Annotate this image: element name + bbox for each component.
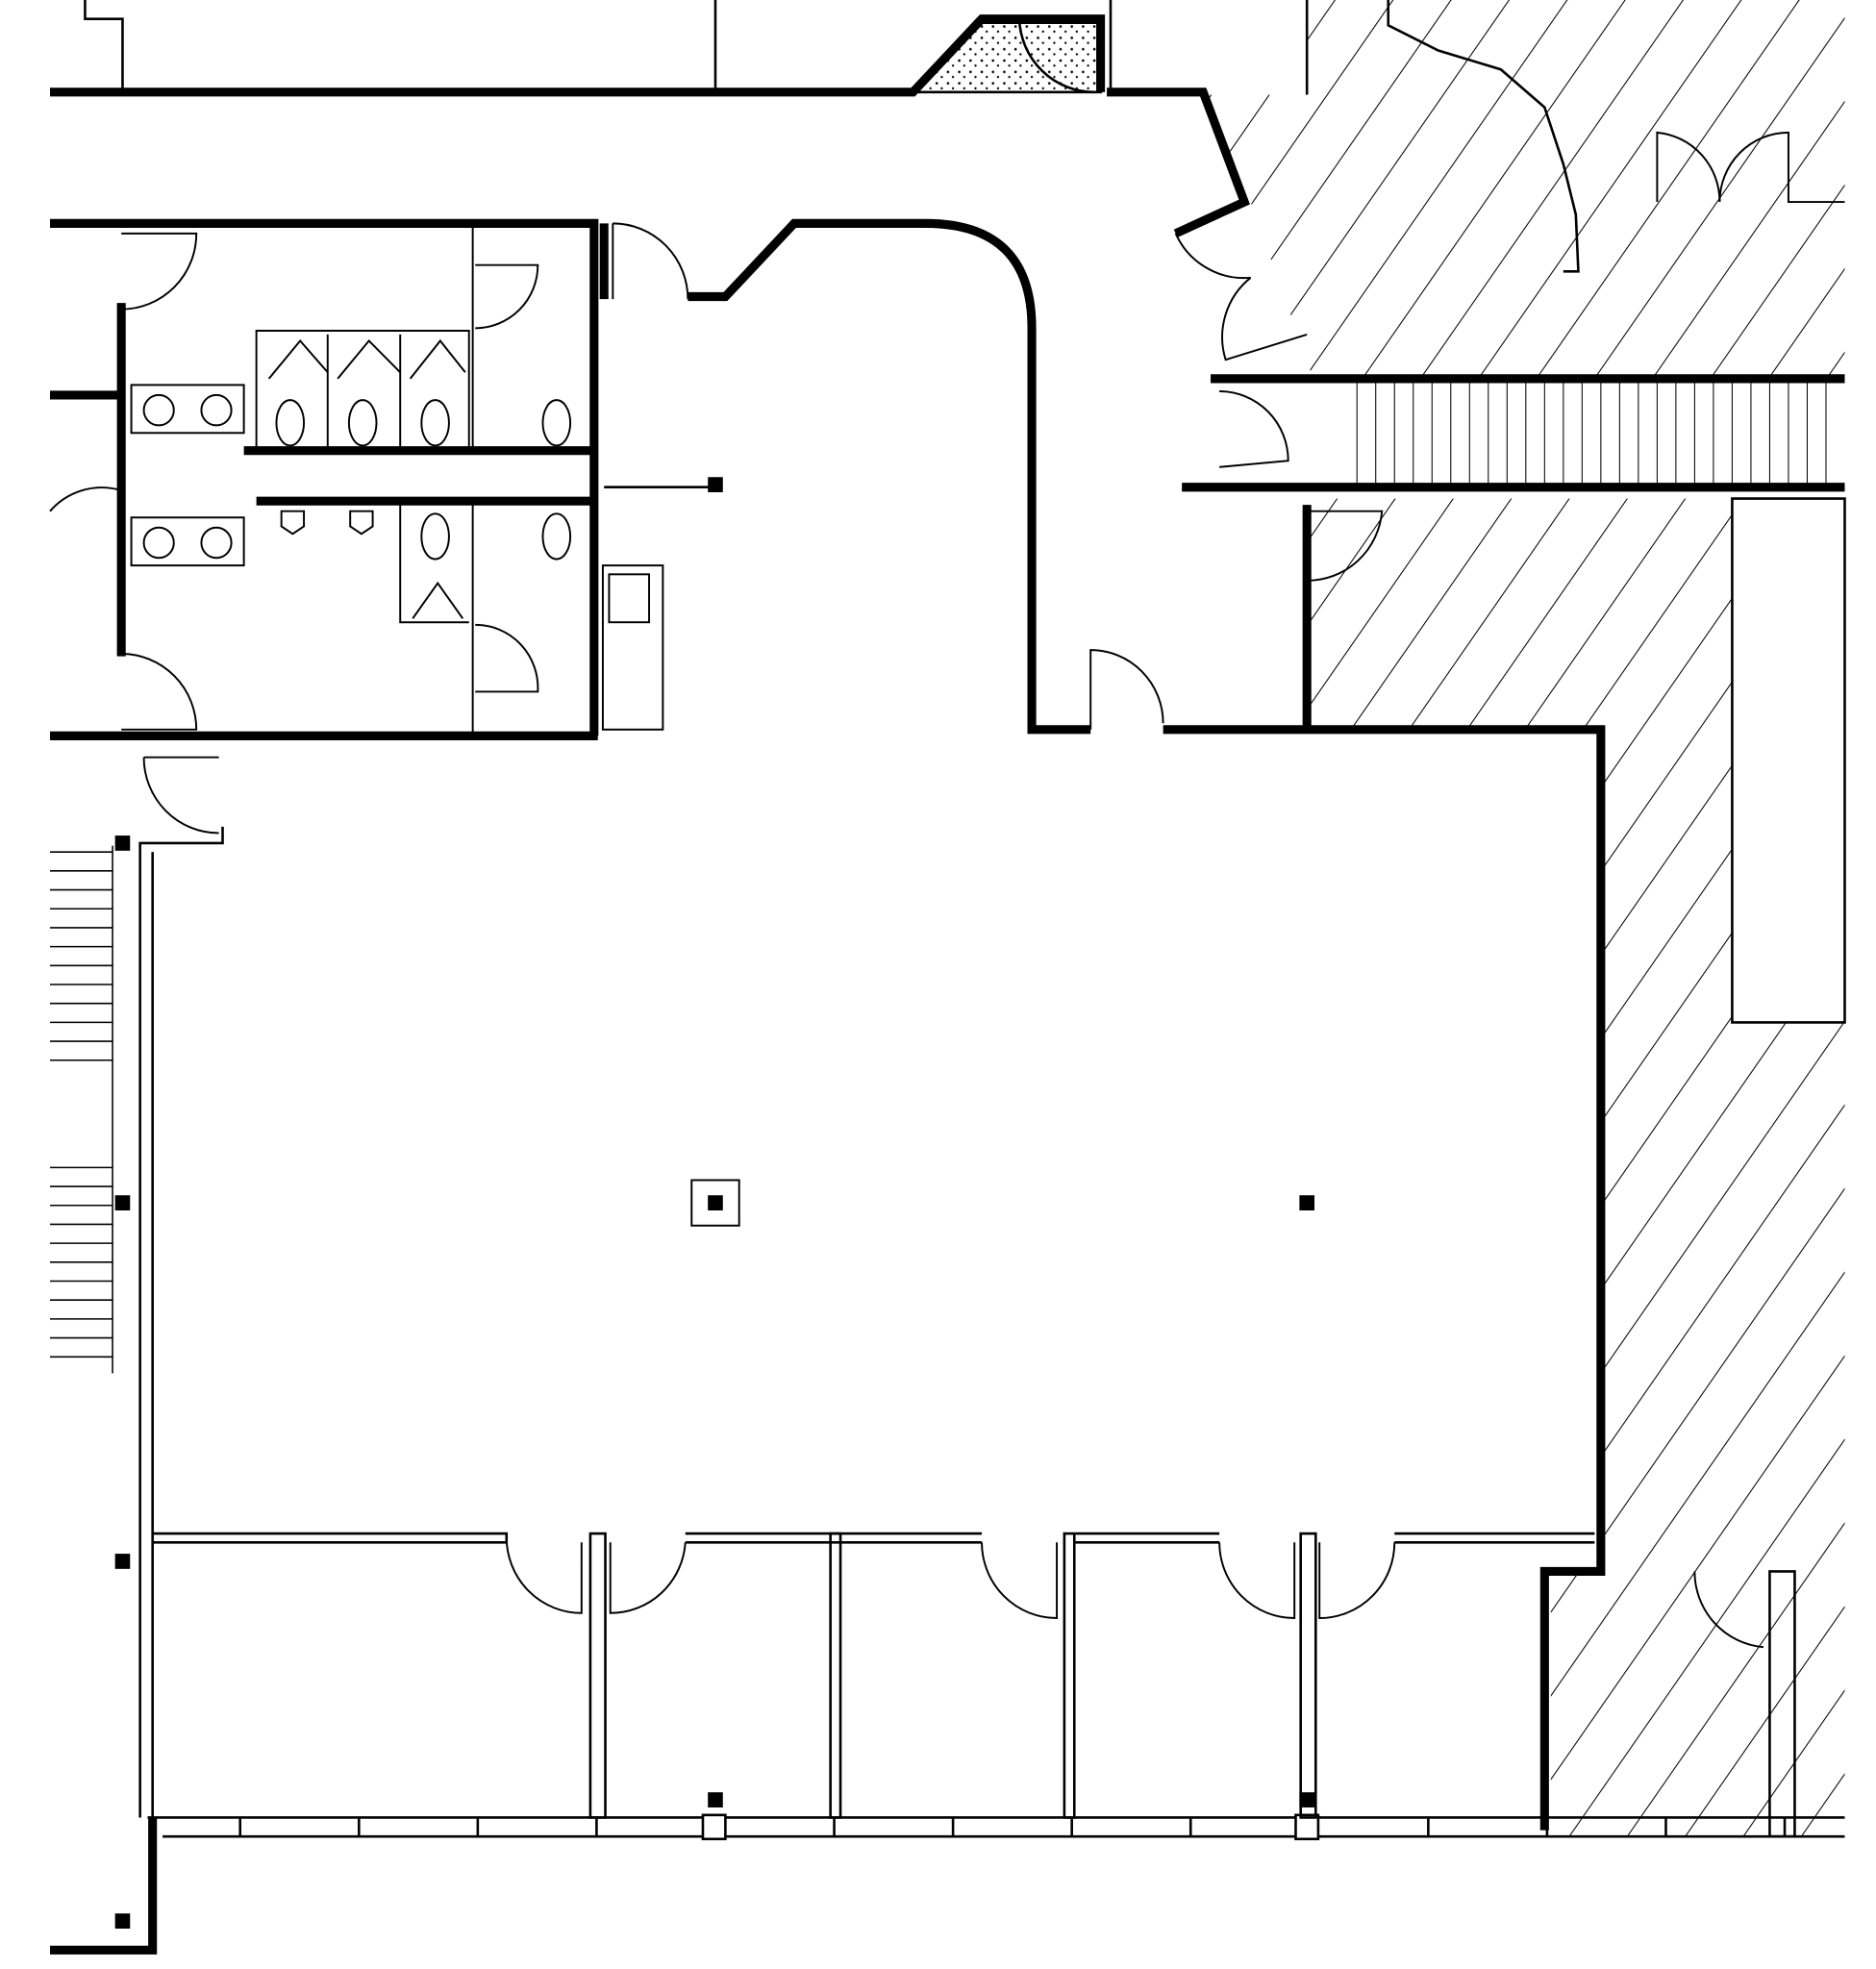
toilet-icon: [420, 399, 450, 447]
southwest-corner-wall: [50, 1817, 158, 1955]
main-space-east-wall: [1163, 725, 1606, 1831]
west-exterior-wall: [138, 826, 224, 1818]
columns: [114, 477, 1315, 1929]
sink-icon: [142, 526, 175, 560]
door-upper-right-4: [1656, 131, 1721, 203]
toilet-icon: [275, 399, 306, 447]
door-corridor-north: [612, 222, 689, 300]
restroom-block-top-wall: [50, 218, 599, 736]
door-restroom-lower: [121, 653, 198, 731]
door-office-1: [505, 1537, 583, 1614]
door-office-2: [609, 1542, 687, 1614]
column: [708, 1792, 723, 1807]
column: [114, 1554, 131, 1569]
toilet-icon: [541, 399, 572, 447]
door-hatched-area: [1307, 510, 1384, 582]
door-office-3: [981, 1542, 1059, 1620]
door-upper-right-3: [1718, 131, 1845, 204]
column: [1299, 1195, 1315, 1210]
hatched-area-upper-right: [1207, 0, 1845, 379]
toilet-icon: [347, 399, 378, 447]
sink-icon: [200, 393, 233, 427]
north-room-lines: [84, 0, 1580, 273]
door-upper-right-1: [1174, 233, 1251, 280]
column: [1299, 1792, 1315, 1807]
column: [114, 835, 131, 851]
column: [114, 1913, 131, 1929]
column: [114, 1195, 131, 1210]
door-exterior-west: [49, 486, 119, 512]
door-stair: [1219, 389, 1289, 468]
door-office-5: [1318, 1542, 1396, 1620]
office-partitions: [152, 1532, 1796, 1838]
toilet-icon: [541, 512, 572, 561]
door-southeast: [1693, 1571, 1764, 1649]
stair-treads: [1356, 381, 1827, 484]
lavatory-counter-lower: [130, 516, 245, 567]
hatched-area-right: [1307, 498, 1845, 1837]
south-window-wall: [147, 1813, 1845, 1841]
stall-partitions: [255, 329, 470, 451]
restroom-fixtures: [130, 227, 664, 733]
door-stall-lower: [475, 623, 539, 693]
door-corridor-east: [1089, 649, 1164, 730]
sink-icon: [200, 526, 233, 560]
column: [708, 1195, 723, 1210]
door-upper-right-2: [1221, 277, 1308, 361]
hatched-inner-room: [1731, 497, 1846, 1024]
top-corridor-wall: [50, 14, 1106, 97]
top-corridor-wall-right: [1107, 87, 1250, 238]
lavatory-counter-upper: [130, 384, 245, 435]
central-corridor-curved-wall: [688, 218, 1091, 735]
urinal-icon: [280, 510, 306, 536]
door-office-4: [1218, 1542, 1296, 1620]
kitchen-sink-icon: [608, 573, 651, 624]
door-main-space-west: [142, 756, 219, 835]
doors: [49, 131, 1845, 1649]
door-stall-upper: [475, 263, 539, 330]
toilet-icon: [420, 512, 450, 561]
column-enclosure: [690, 1179, 740, 1227]
urinal-icon: [349, 510, 374, 536]
door-restroom-upper: [121, 232, 198, 311]
sink-icon: [142, 393, 175, 427]
column: [708, 477, 723, 492]
exterior-steps: [50, 845, 113, 1374]
